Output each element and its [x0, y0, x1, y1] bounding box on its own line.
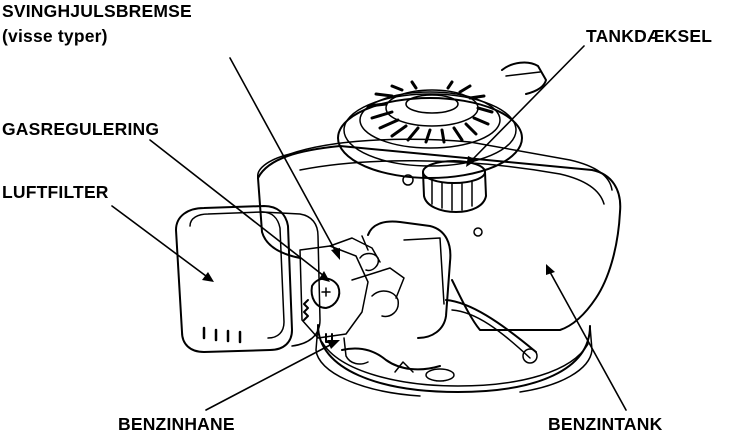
leader-lines — [111, 45, 627, 411]
carburetor-assembly — [299, 237, 445, 371]
label-fuel-cap: TANKDÆKSEL — [586, 26, 713, 46]
label-throttle: GASREGULERING — [2, 119, 160, 139]
engine-shroud — [257, 138, 622, 364]
fuel-cap — [422, 160, 487, 213]
label-fuel-valve: BENZINHANE — [118, 414, 235, 434]
label-flywheel-brake: SVINGHJULSBREMSE — [2, 1, 192, 21]
recoil-starter — [337, 61, 547, 186]
label-air-filter: LUFTFILTER — [2, 182, 109, 202]
label-fuel-tank: BENZINTANK — [548, 414, 663, 434]
air-filter — [175, 205, 321, 353]
engine-base — [315, 324, 593, 397]
label-flywheel-brake-note: (visse typer) — [2, 26, 108, 46]
